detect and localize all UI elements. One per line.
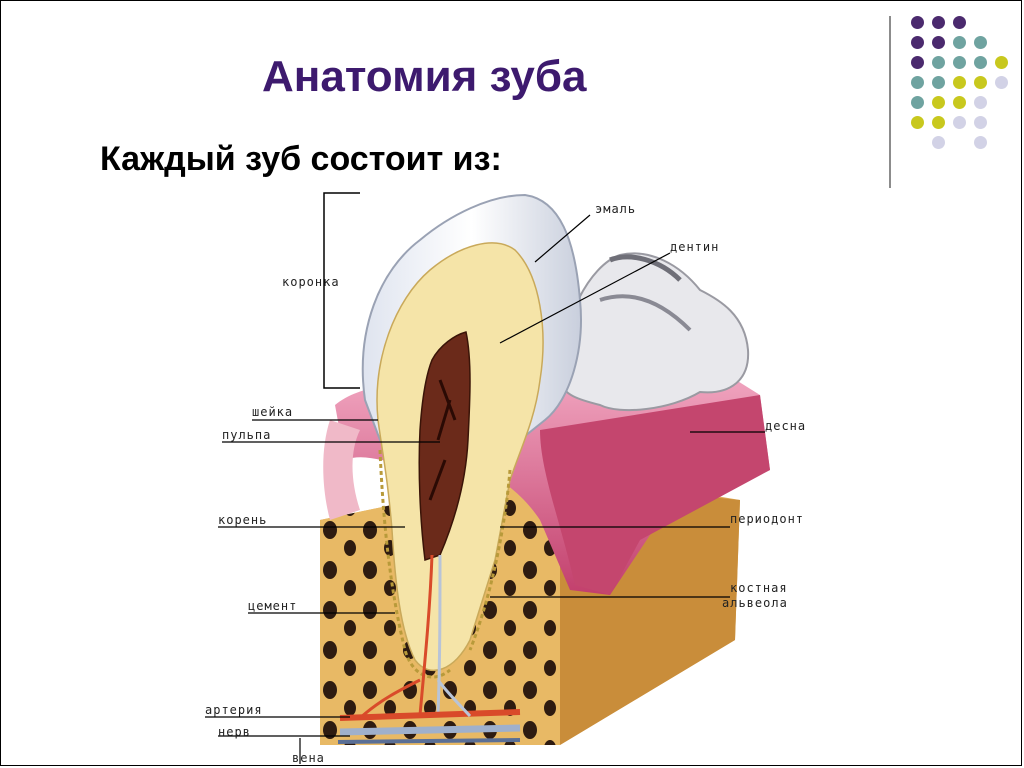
decor-dot (911, 96, 924, 109)
decor-dot (953, 56, 966, 69)
decor-dot (953, 36, 966, 49)
label-cement: цемент (248, 599, 297, 613)
decor-dot (932, 36, 945, 49)
decor-dot-grid (905, 14, 1015, 164)
decor-dot (953, 116, 966, 129)
decor-dot (953, 76, 966, 89)
decor-dot (911, 76, 924, 89)
decor-divider (889, 16, 891, 188)
label-artery: артерия (205, 703, 263, 717)
decor-dot (932, 76, 945, 89)
decor-dot (974, 96, 987, 109)
decor-dot (932, 16, 945, 29)
decor-dot (911, 116, 924, 129)
label-alveola-line1: костная (730, 581, 788, 595)
label-vein: вена (292, 751, 325, 765)
decor-dot (932, 56, 945, 69)
label-neck: шейка (252, 405, 293, 419)
decor-dot (932, 96, 945, 109)
decor-dot (932, 136, 945, 149)
label-periodont: периодонт (730, 512, 804, 526)
decor-dot (911, 36, 924, 49)
crown-bracket (323, 192, 360, 389)
decor-dot (932, 116, 945, 129)
label-gum: десна (765, 419, 806, 433)
back-teeth (558, 252, 750, 412)
label-dentin: дентин (670, 240, 719, 254)
decor-dot (974, 136, 987, 149)
label-nerve: нерв (218, 725, 251, 739)
leader-lines (205, 214, 765, 764)
decor-dot (911, 16, 924, 29)
slide-subtitle: Каждый зуб состоит из: (100, 140, 502, 178)
decor-dot (974, 36, 987, 49)
decor-dot (911, 56, 924, 69)
slide-title: Анатомия зуба (262, 52, 587, 101)
decor-dot (995, 76, 1008, 89)
label-enamel: эмаль (595, 202, 636, 216)
label-pulp: пульпа (222, 428, 271, 442)
decor-dot (953, 96, 966, 109)
vessels (337, 678, 521, 744)
decor-dot (953, 16, 966, 29)
label-alveola-line2: альвеола (722, 596, 788, 610)
decor-dot (995, 56, 1008, 69)
label-root: корень (218, 513, 267, 527)
decor-dot (974, 116, 987, 129)
decor-dot (974, 56, 987, 69)
decor-dot (974, 76, 987, 89)
label-crown: коронка (282, 275, 340, 289)
tooth-main (361, 193, 582, 716)
